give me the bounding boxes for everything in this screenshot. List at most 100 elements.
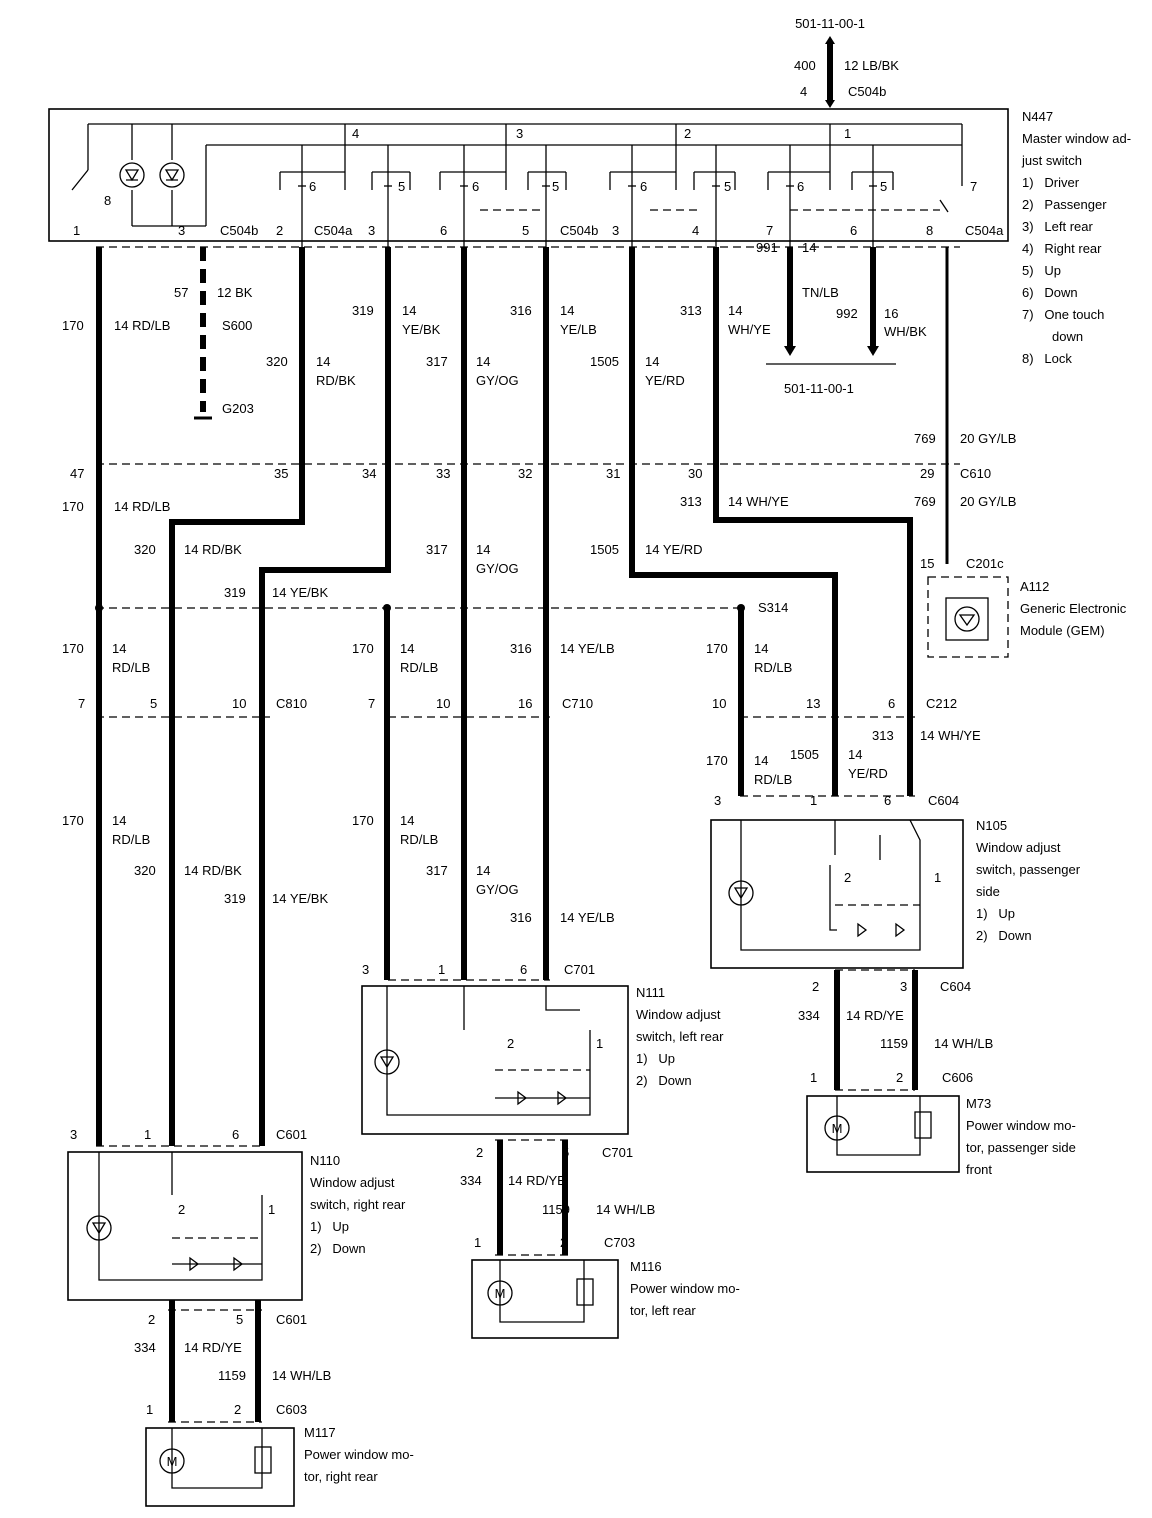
splice-dot (383, 604, 391, 612)
m73-box (806, 1095, 960, 1173)
pin-label: 2 (896, 1070, 903, 1085)
wires (96, 247, 949, 1422)
legend-num: 5) (1022, 263, 1034, 278)
pin-label: 1 (810, 1070, 817, 1085)
wire-label: RD/LB (400, 832, 438, 847)
circuit-label: 769 (914, 494, 936, 509)
component-title: Window adjust (636, 1007, 721, 1022)
gem-module-a112 (927, 576, 1009, 658)
connector-label: C610 (960, 466, 991, 481)
splice-labels: S314 170 14 RD/LB 170 14 RD/LB 316 14 YE… (62, 556, 1004, 675)
circuit-label: 1159 (218, 1368, 246, 1383)
legend-num: 7) (1022, 307, 1034, 322)
component-title: Power window mo- (304, 1447, 414, 1462)
legend-text: Down (1044, 285, 1078, 300)
legend-text: Up (998, 906, 1016, 921)
legend-num: 1) (310, 1219, 322, 1234)
legend-text: down (1052, 329, 1084, 344)
wire-label: WH/BK (884, 324, 927, 339)
wire-label: 20 GY/LB (960, 431, 1016, 446)
n105-description: N105 Window adjust switch, passenger sid… (976, 815, 1080, 947)
motor-icon-letter: M (832, 1121, 843, 1136)
circuit-label: 316 (510, 910, 532, 925)
wire-label: YE/RD (645, 373, 685, 388)
component-id: N105 (976, 818, 1008, 833)
motor-icon-letter: M (495, 1286, 506, 1301)
circuit-label: 992 (836, 306, 858, 321)
wire-label: TN/LB (802, 285, 839, 300)
n111-box (361, 985, 629, 1135)
n447-digit: 4 (352, 126, 359, 141)
component-id: M116 (630, 1259, 662, 1274)
pin-label: 10 (712, 696, 726, 711)
wire-label: 12 BK (217, 285, 253, 300)
pin-label: 5 (562, 1145, 569, 1160)
component-id: M117 (304, 1425, 336, 1440)
pin-label: 1 (474, 1235, 481, 1250)
pin-label: 3 (368, 223, 375, 238)
legend-text: Left rear (1044, 219, 1093, 234)
wire-label: 14 (802, 240, 816, 255)
wire-label: 14 YE/LB (560, 641, 615, 656)
pin-label: 6 (520, 962, 527, 977)
legend-num: 3) (1022, 219, 1034, 234)
legend-text: One touch (1044, 307, 1105, 322)
circuit-label: 769 (914, 431, 936, 446)
connector-label: C212 (926, 696, 957, 711)
component-title: tor, right rear (304, 1469, 378, 1484)
wire-label: 14 (476, 354, 490, 369)
circuit-label: 334 (460, 1173, 482, 1188)
wire-label: 20 GY/LB (960, 494, 1016, 509)
top-wire: 12 LB/BK (844, 58, 899, 73)
circuit-label: 317 (426, 542, 448, 557)
pin-label: 2 (812, 979, 819, 994)
pin-label: 7 (368, 696, 375, 711)
circuit-label: 170 (706, 641, 728, 656)
connector-label: C604 (940, 979, 971, 994)
legend-text: Up (658, 1051, 676, 1066)
circuit-label: 170 (62, 813, 84, 828)
top-feed: 501-11-00-1 400 12 LB/BK 4 C504b (794, 16, 899, 108)
n447-digit: 5 (880, 179, 887, 194)
connector-label: C606 (942, 1070, 973, 1085)
motor-m73: M (806, 1095, 960, 1173)
c610-labels: 47 35 34 33 32 31 30 29 C610 170 14 RD/L… (62, 466, 1016, 600)
circuit-label: 316 (510, 303, 532, 318)
circuit-label: 1505 (790, 747, 819, 762)
switch-n111: 2 1 (361, 985, 629, 1135)
circuit-label: 170 (62, 499, 84, 514)
n110-box (67, 1151, 303, 1301)
legend-num: 6) (1022, 285, 1034, 300)
splice-dot (737, 604, 745, 612)
top-ref: 501-11-00-1 (795, 16, 865, 31)
pin-label: 6 (884, 793, 891, 808)
lamp-icon (374, 1049, 400, 1075)
master-switch-n447: 8 4 3 2 1 6 5 6 5 6 5 6 5 7 (48, 108, 1009, 247)
circuit-label: 319 (352, 303, 374, 318)
n105-labels: 3 1 6 C604 2 3 C604 334 14 RD/YE 1159 14… (714, 793, 993, 1085)
component-id: A112 (1020, 579, 1050, 594)
wire-label: GY/OG (476, 882, 519, 897)
pin-label: 13 (806, 696, 820, 711)
wire-label: 14 (476, 863, 490, 878)
splice-label: S600 (222, 318, 252, 333)
pin-label: 29 (920, 466, 934, 481)
circuit-label: 313 (680, 494, 702, 509)
wire-label: 14 RD/YE (508, 1173, 566, 1188)
splice-dot (95, 604, 103, 612)
connector-label: C710 (562, 696, 593, 711)
legend-num: 2) (976, 928, 988, 943)
pin-label: 1 (438, 962, 445, 977)
wire-label: 14 WH/LB (272, 1368, 331, 1383)
wire-label: 14 (754, 753, 768, 768)
component-title: Window adjust (976, 840, 1061, 855)
m116-box (471, 1259, 619, 1339)
lamp-icon (119, 162, 145, 188)
n110-labels: 3 1 6 C601 2 5 C601 334 14 RD/YE 1159 14… (70, 1127, 331, 1417)
splices (95, 604, 745, 612)
pin-label: 8 (926, 223, 933, 238)
circuit-label: 170 (352, 813, 374, 828)
legend-num: 8) (1022, 351, 1034, 366)
circuit-label: 170 (706, 753, 728, 768)
